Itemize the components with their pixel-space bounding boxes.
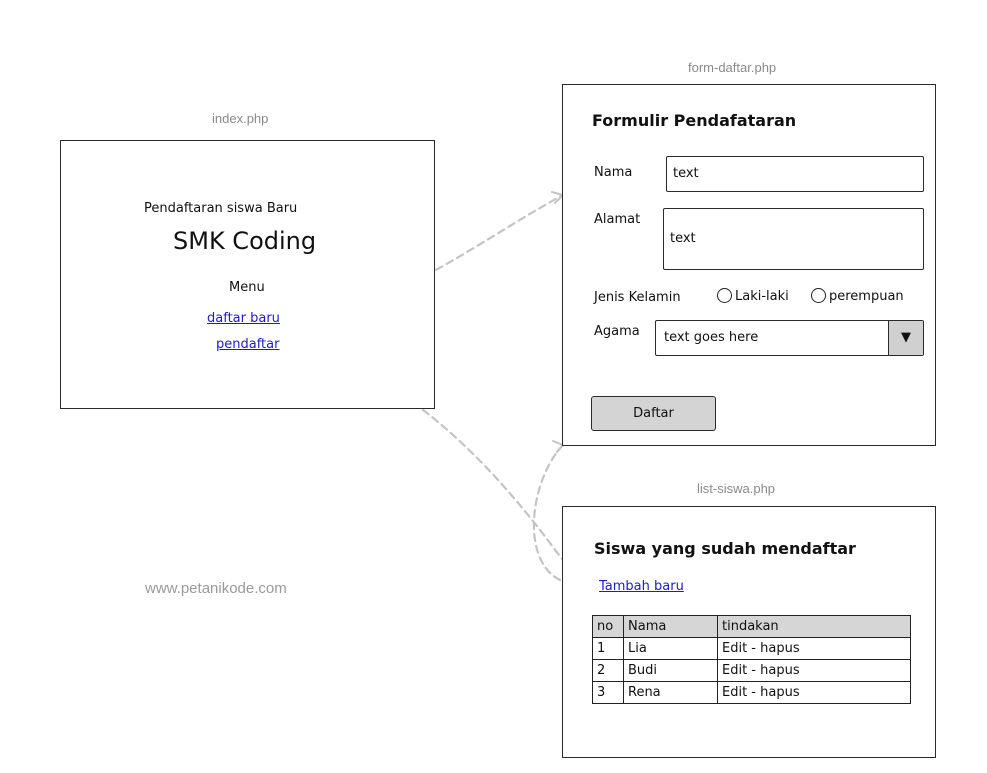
daftar-submit-button[interactable]: Daftar: [591, 396, 716, 431]
index-page-frame: Pendaftaran siswa Baru SMK Coding Menu d…: [60, 140, 435, 409]
table-row: 1 Lia Edit - hapus: [592, 637, 911, 660]
cell-nama: Lia: [623, 637, 718, 660]
alamat-label: Alamat: [594, 212, 641, 227]
nama-input-value: text: [673, 166, 699, 181]
arrow-pendaftar-to-list: [294, 342, 597, 587]
pendaftar-link[interactable]: pendaftar: [216, 337, 280, 352]
index-file-label: index.php: [212, 111, 269, 126]
cell-tindakan[interactable]: Edit - hapus: [717, 659, 911, 682]
daftar-baru-link[interactable]: daftar baru: [207, 311, 280, 326]
column-header-tindakan: tindakan: [717, 615, 911, 638]
list-heading: Siswa yang sudah mendaftar: [594, 539, 856, 558]
cell-no: 3: [592, 681, 624, 704]
cell-no: 1: [592, 637, 624, 660]
list-file-label: list-siswa.php: [697, 481, 776, 496]
index-title: SMK Coding: [173, 227, 317, 255]
form-file-label: form-daftar.php: [688, 60, 777, 75]
cell-no: 2: [592, 659, 624, 682]
agama-select[interactable]: text goes here ▼: [655, 320, 924, 356]
arrow-tambah-to-form: [532, 443, 565, 582]
dropdown-arrow-icon[interactable]: ▼: [888, 321, 923, 355]
agama-select-value: text goes here: [664, 330, 759, 345]
agama-label: Agama: [594, 324, 640, 339]
column-header-no: no: [592, 615, 624, 638]
form-page-frame: Formulir Pendafataran Nama text Alamat t…: [562, 84, 936, 446]
cell-tindakan[interactable]: Edit - hapus: [717, 637, 911, 660]
alamat-textarea-value: text: [670, 231, 696, 246]
gender-option-laki: Laki-laki: [735, 289, 789, 304]
cell-tindakan[interactable]: Edit - hapus: [717, 681, 911, 704]
column-header-nama: Nama: [623, 615, 718, 638]
table-row: 3 Rena Edit - hapus: [592, 681, 911, 704]
index-subtitle: Pendaftaran siswa Baru: [144, 201, 298, 216]
list-page-frame: Siswa yang sudah mendaftar Tambah baru n…: [562, 506, 936, 758]
radio-circle-icon: [811, 288, 826, 303]
gender-option-perempuan: perempuan: [829, 289, 904, 304]
index-menu-label: Menu: [229, 280, 265, 295]
cell-nama: Budi: [623, 659, 718, 682]
form-heading: Formulir Pendafataran: [592, 111, 797, 130]
watermark: www.petanikode.com: [145, 580, 287, 597]
tambah-baru-link[interactable]: Tambah baru: [599, 579, 684, 594]
table-row: 2 Budi Edit - hapus: [592, 659, 911, 682]
nama-input[interactable]: text: [666, 156, 924, 192]
siswa-table: no Nama tindakan 1 Lia Edit - hapus 2 Bu…: [592, 615, 911, 704]
gender-label: Jenis Kelamin: [594, 290, 681, 305]
cell-nama: Rena: [623, 681, 718, 704]
radio-circle-icon: [717, 288, 732, 303]
gender-radio-perempuan[interactable]: perempuan: [811, 288, 904, 304]
table-header-row: no Nama tindakan: [592, 615, 911, 638]
nama-label: Nama: [594, 165, 633, 180]
alamat-textarea[interactable]: text: [663, 208, 924, 270]
gender-radio-laki[interactable]: Laki-laki: [717, 288, 789, 304]
